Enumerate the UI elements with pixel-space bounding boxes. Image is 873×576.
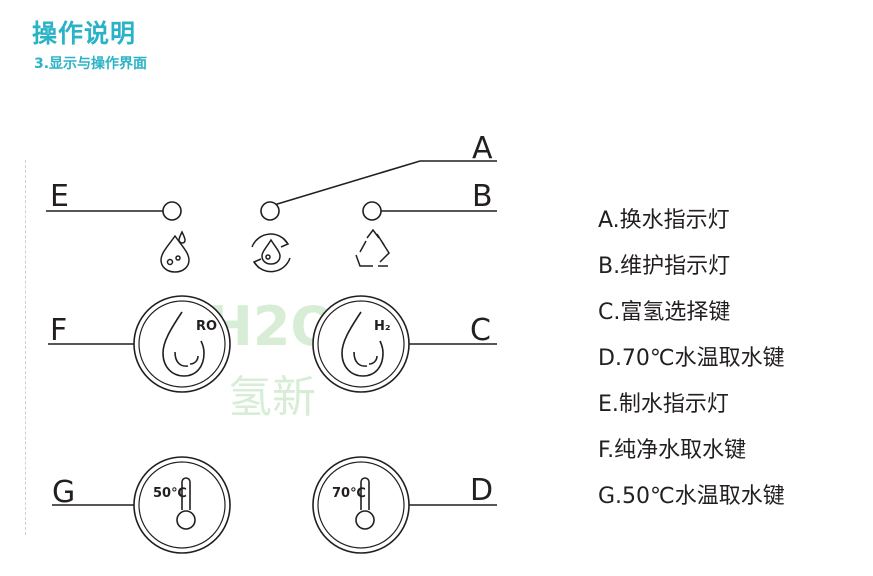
- legend-item-a: A.换水指示灯: [598, 208, 730, 233]
- label-f: F: [50, 313, 67, 348]
- label-e: E: [50, 179, 69, 214]
- temp-50-label: 50℃: [153, 486, 187, 501]
- label-c: C: [470, 313, 491, 348]
- legend-item-f: F.纯净水取水键: [598, 438, 747, 463]
- legend-item-e: E.制水指示灯: [598, 392, 729, 417]
- ro-button[interactable]: RO: [133, 295, 231, 393]
- water-drop-icon: [160, 230, 190, 273]
- h2-drop-icon: [341, 311, 384, 377]
- legend-list: A.换水指示灯 B.维护指示灯 C.富氢选择键 D.70℃水温取水键 E.制水指…: [598, 198, 785, 520]
- ro-button-label: RO: [196, 319, 217, 334]
- label-b: B: [472, 179, 493, 214]
- leader-line-a: [273, 160, 497, 206]
- label-a: A: [472, 131, 493, 166]
- legend-item-g: G.50℃水温取水键: [598, 484, 785, 509]
- temp-50-button[interactable]: 50℃: [133, 456, 231, 554]
- ro-drop-icon: [162, 311, 205, 377]
- dashed-divider: [25, 160, 26, 535]
- filter-change-icon: [251, 233, 291, 273]
- thermometer-icon: [355, 477, 375, 530]
- watermark-bottom: 氢新: [228, 372, 316, 423]
- legend-item-d: D.70℃水温取水键: [598, 346, 785, 371]
- page-title: 操作说明: [32, 19, 137, 48]
- thermometer-icon: [176, 477, 196, 530]
- label-d: D: [470, 473, 493, 508]
- indicator-light-b: [362, 201, 382, 221]
- legend-item-b: B.维护指示灯: [598, 254, 731, 279]
- h2-button[interactable]: H₂: [312, 295, 410, 393]
- legend-item-c: C.富氢选择键: [598, 300, 731, 325]
- temp-70-button[interactable]: 70℃: [312, 456, 410, 554]
- indicator-light-a: [260, 201, 280, 221]
- indicator-light-e: [162, 201, 182, 221]
- h2-button-label: H₂: [374, 319, 391, 334]
- label-g: G: [52, 475, 75, 510]
- recycle-icon: [355, 228, 390, 267]
- section-subtitle: 3.显示与操作界面: [34, 56, 148, 72]
- temp-70-label: 70℃: [332, 486, 366, 501]
